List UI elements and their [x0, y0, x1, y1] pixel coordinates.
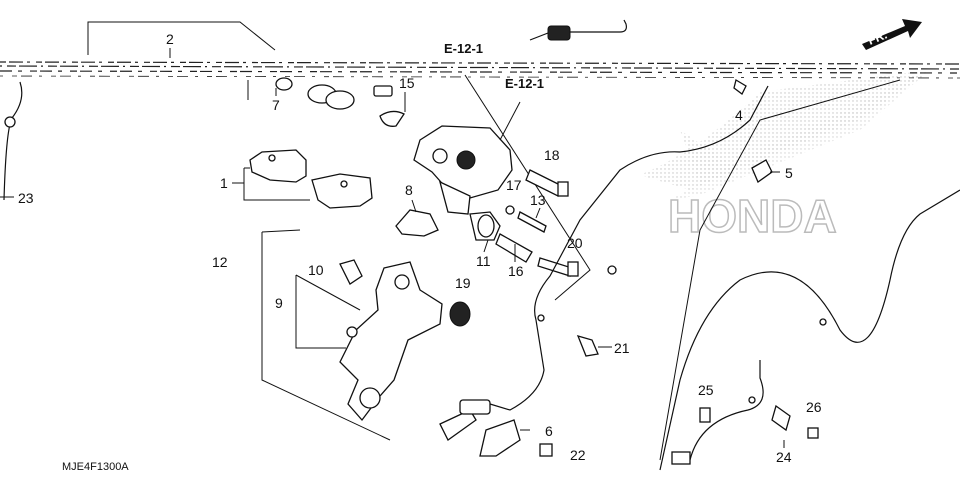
brake-caliper-body — [413, 101, 521, 215]
scan-noise-band — [0, 61, 960, 79]
callout-12: 12 — [212, 254, 228, 270]
pad-spring-clip — [395, 199, 439, 237]
callout-8: 8 — [405, 182, 413, 198]
assembly-2-frame — [87, 21, 591, 301]
callout-7: 7 — [272, 97, 280, 113]
callout-5: 5 — [785, 165, 793, 181]
callout-10: 10 — [308, 262, 324, 278]
callout-6: 6 — [545, 423, 553, 439]
callout-23: 23 — [18, 190, 34, 206]
callout-9: 9 — [275, 295, 283, 311]
callout-2: 2 — [166, 31, 174, 47]
callout-22: 22 — [570, 447, 586, 463]
caliper-bracket — [261, 229, 471, 441]
lower-sensor-cable — [659, 79, 960, 471]
callout-17: 17 — [506, 177, 522, 193]
piston-seals — [275, 77, 355, 110]
callout-18: 18 — [544, 147, 560, 163]
callout-20: 20 — [567, 235, 583, 251]
front-direction-arrow: FR. — [862, 19, 922, 50]
wheel-speed-sensor — [439, 151, 681, 457]
brake-pads — [232, 149, 373, 209]
callout-13: 13 — [530, 192, 546, 208]
bleeder-valve — [373, 85, 406, 127]
callout-26: 26 — [806, 399, 822, 415]
callout-1: 1 — [220, 175, 228, 191]
brand-watermark: HONDA — [668, 190, 837, 242]
sensor-connector-top — [529, 19, 627, 41]
reference-label-1: E-12-1 — [444, 41, 483, 56]
callout-25: 25 — [698, 382, 714, 398]
left-sensor-cable — [0, 81, 23, 201]
direction-label: FR. — [866, 28, 889, 48]
reference-label-2: E-12-1 — [505, 76, 544, 91]
cable-clip-21 — [576, 335, 612, 357]
diagram-code: MJE4F1300A — [62, 461, 129, 473]
honda-wing-watermark — [640, 70, 930, 200]
main-sensor-cable — [679, 78, 780, 183]
callout-19: 19 — [455, 275, 471, 291]
callout-11: 11 — [476, 253, 491, 269]
callout-15: 15 — [399, 75, 415, 91]
callout-labels: 1 2 4 5 6 7 8 9 10 11 12 13 15 16 17 18 … — [18, 31, 822, 465]
callout-24: 24 — [776, 449, 792, 465]
callout-4: 4 — [735, 107, 743, 123]
caliper-boots-and-pins — [469, 169, 579, 277]
callout-16: 16 — [508, 263, 524, 279]
callout-21: 21 — [614, 340, 630, 356]
